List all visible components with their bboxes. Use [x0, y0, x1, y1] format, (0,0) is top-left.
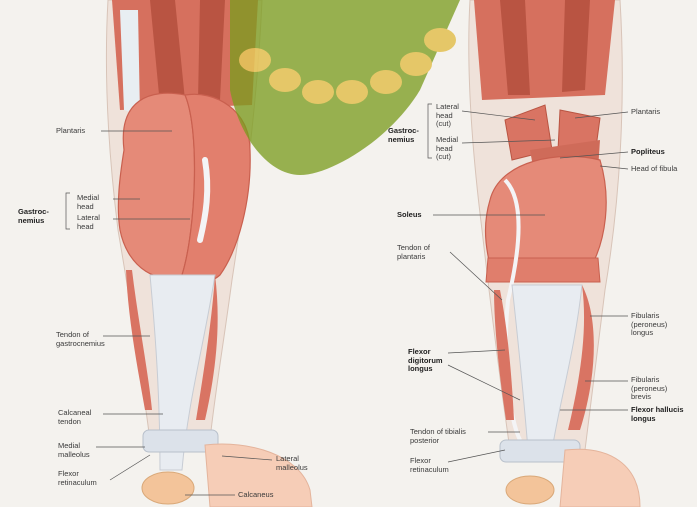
label-popliteus: Popliteus [631, 148, 665, 157]
label-plantaris-left: Plantaris [56, 127, 85, 136]
label-head-of-fibula: Head of fibula [631, 165, 677, 174]
label-fibularis-brevis: Fibularis(peroneus)brevis [631, 376, 667, 402]
right-thigh-muscles [474, 0, 615, 100]
label-fibularis-longus: Fibularis(peroneus)longus [631, 312, 667, 338]
label-gastrocnemius-right: Gastroc-nemius [388, 127, 419, 144]
left-gastrocnemius-medial-head [118, 93, 194, 278]
label-gastrocnemius-left: Gastroc-nemius [18, 208, 49, 225]
label-soleus: Soleus [397, 211, 422, 220]
right-calcaneus [506, 476, 554, 504]
left-calcaneus [142, 472, 194, 504]
label-plantaris-right: Plantaris [631, 108, 660, 117]
label-calcaneus: Calcaneus [238, 491, 273, 500]
